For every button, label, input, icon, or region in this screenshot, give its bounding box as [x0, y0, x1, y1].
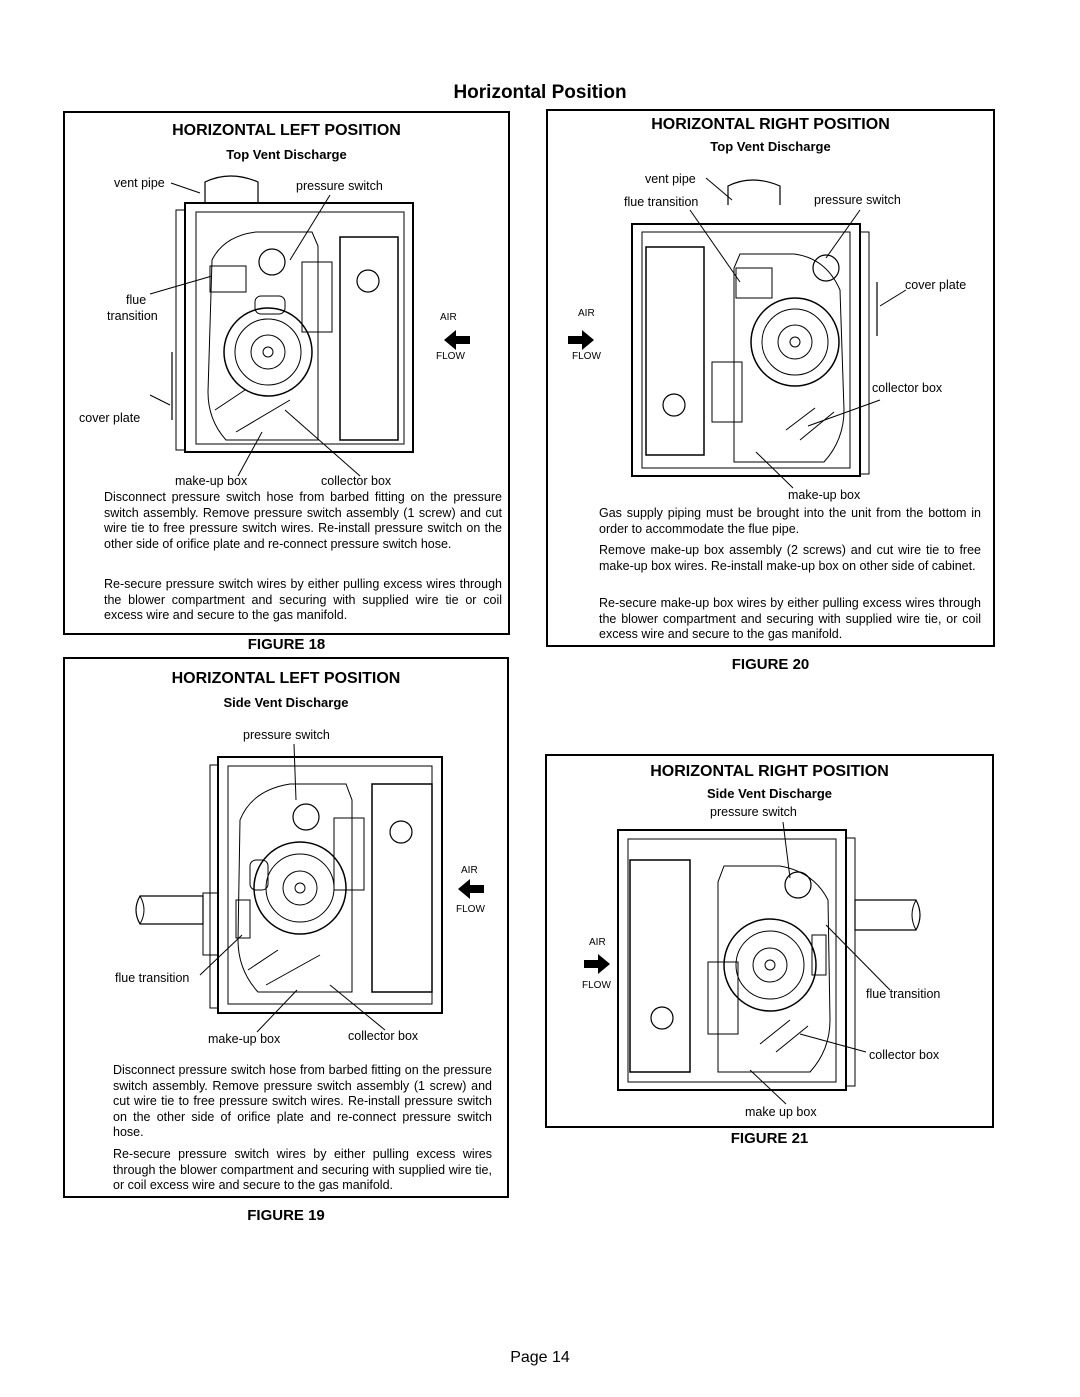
fig18-flue-label: flue	[126, 293, 147, 307]
fig20-pressure-switch-label: pressure switch	[814, 193, 901, 207]
figure-18-panel: HORIZONTAL LEFT POSITION Top Vent Discha…	[63, 111, 510, 635]
figure-18-label: FIGURE 18	[247, 636, 326, 653]
figure-19-subtitle: Side Vent Discharge	[223, 695, 349, 710]
page-title: Horizontal Position	[453, 82, 627, 103]
fig20-flow-label: FLOW	[572, 351, 601, 362]
fig21-air-label: AIR	[589, 937, 606, 948]
fig18-paragraph-1: Disconnect pressure switch hose from bar…	[104, 490, 502, 551]
fig18-make-up-box-label: make-up box	[175, 474, 248, 488]
fig20-collector-box-label: collector box	[872, 381, 943, 395]
figure-19-title: HORIZONTAL LEFT POSITION	[171, 670, 401, 687]
fig20-paragraph-2: Remove make-up box assembly (2 screws) a…	[599, 543, 981, 573]
figure-19-panel: HORIZONTAL LEFT POSITION Side Vent Disch…	[63, 657, 509, 1198]
fig20-paragraph-3: Re-secure make-up box wires by either pu…	[599, 596, 981, 641]
fig18-vent-pipe-label: vent pipe	[114, 176, 165, 190]
fig19-collector-box-label: collector box	[348, 1029, 419, 1043]
fig19-make-up-box-label: make-up box	[208, 1032, 281, 1046]
figure-21-panel: HORIZONTAL RIGHT POSITION Side Vent Disc…	[545, 754, 994, 1128]
fig19-air-label: AIR	[461, 865, 478, 876]
figure-21-subtitle: Side Vent Discharge	[707, 786, 832, 801]
fig19-paragraph-1: Disconnect pressure switch hose from bar…	[113, 1063, 492, 1139]
figure-21-title: HORIZONTAL RIGHT POSITION	[650, 763, 889, 780]
figure-18-title: HORIZONTAL LEFT POSITION	[172, 122, 401, 139]
figure-21-label: FIGURE 21	[730, 1130, 809, 1147]
fig20-make-up-box-label: make-up box	[788, 488, 861, 502]
fig20-vent-pipe-label: vent pipe	[645, 172, 696, 186]
figure-20-title: HORIZONTAL RIGHT POSITION	[651, 116, 890, 133]
fig20-air-label: AIR	[578, 308, 595, 319]
fig20-cover-plate-label: cover plate	[905, 278, 967, 292]
figure-20-subtitle: Top Vent Discharge	[710, 139, 831, 154]
fig19-flue-transition-label: flue transition	[115, 971, 190, 985]
page-number: Page 14	[510, 1349, 570, 1366]
fig21-collector-box-label: collector box	[869, 1048, 940, 1062]
fig21-flue-transition-label: flue transition	[866, 987, 941, 1001]
fig21-flow-label: FLOW	[582, 980, 611, 991]
fig18-flow-label: FLOW	[436, 351, 465, 362]
fig19-pressure-switch-label: pressure switch	[243, 728, 330, 742]
fig18-air-label: AIR	[440, 312, 457, 323]
figure-18-subtitle: Top Vent Discharge	[226, 147, 347, 162]
fig19-flow-label: FLOW	[456, 904, 485, 915]
fig18-cover-plate-label: cover plate	[79, 411, 141, 425]
fig18-transition-label: transition	[107, 309, 158, 323]
fig19-paragraph-2: Re-secure pressure switch wires by eithe…	[113, 1147, 492, 1192]
fig21-pressure-switch-label: pressure switch	[710, 805, 797, 819]
fig20-paragraph-1: Gas supply piping must be brought into t…	[599, 506, 981, 536]
fig18-paragraph-2: Re-secure pressure switch wires by eithe…	[104, 577, 502, 622]
figure-19-label: FIGURE 19	[247, 1207, 325, 1224]
fig18-pressure-switch-label: pressure switch	[296, 179, 383, 193]
fig20-flue-transition-label: flue transition	[624, 195, 699, 209]
figure-20-panel: HORIZONTAL RIGHT POSITION Top Vent Disch…	[546, 109, 995, 647]
fig18-collector-box-label: collector box	[321, 474, 392, 488]
figure-20-label: FIGURE 20	[731, 656, 810, 673]
fig21-make-up-box-label: make up box	[745, 1105, 817, 1119]
